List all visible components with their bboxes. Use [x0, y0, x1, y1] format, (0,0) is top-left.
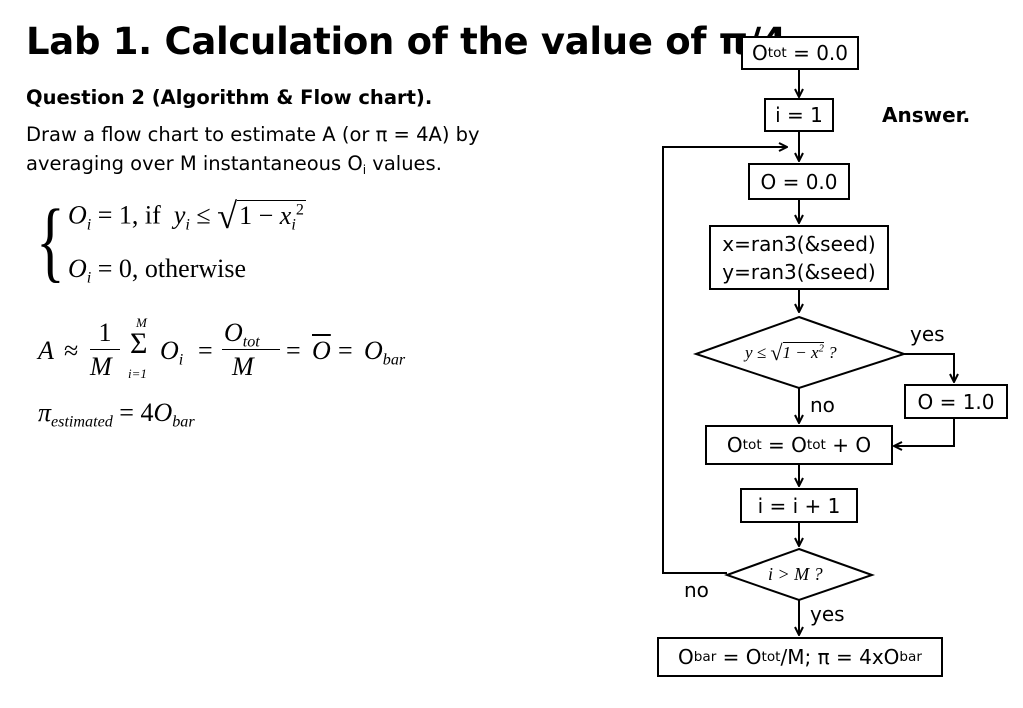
label-no-2: no — [684, 578, 709, 602]
random-xy-box: x=ran3(&seed) y=ran3(&seed) — [709, 225, 889, 290]
instruction-line-1: Draw a flow chart to estimate A (or π = … — [26, 123, 480, 146]
instruction-line-2: averaging over M instantaneous Oi values… — [26, 152, 442, 178]
reset-o-box: O = 0.0 — [748, 163, 850, 200]
equation-case-1: Oi = 1, if yi ≤ √1 − xi2 — [68, 196, 306, 236]
answer-label: Answer. — [882, 103, 971, 127]
label-yes-1: yes — [910, 322, 945, 346]
label-yes-2: yes — [810, 602, 845, 626]
decision-1-text: y ≤ √1 − x2 ? — [745, 340, 837, 365]
random-y-line: y=ran3(&seed) — [722, 259, 876, 284]
equation-brace: { — [36, 191, 65, 291]
label-no-1: no — [810, 393, 835, 417]
set-o-box: O = 1.0 — [904, 384, 1008, 419]
decision-diamond-2 — [724, 547, 876, 602]
increment-box: i = i + 1 — [740, 488, 858, 523]
equation-estimate: πestimated = 4Obar — [38, 398, 195, 431]
page-title: Lab 1. Calculation of the value of π/4 — [26, 20, 787, 63]
equation-case-2: Oi = 0, otherwise — [68, 254, 247, 287]
instruction-text: Draw a flow chart to estimate A (or π = … — [26, 120, 480, 185]
random-x-line: x=ran3(&seed) — [722, 231, 876, 256]
init-i-box: i = 1 — [764, 98, 834, 132]
question-heading: Question 2 (Algorithm & Flow chart). — [26, 86, 433, 109]
decision-2-text: i > M ? — [768, 564, 823, 584]
decision-diamond-1 — [692, 315, 908, 390]
